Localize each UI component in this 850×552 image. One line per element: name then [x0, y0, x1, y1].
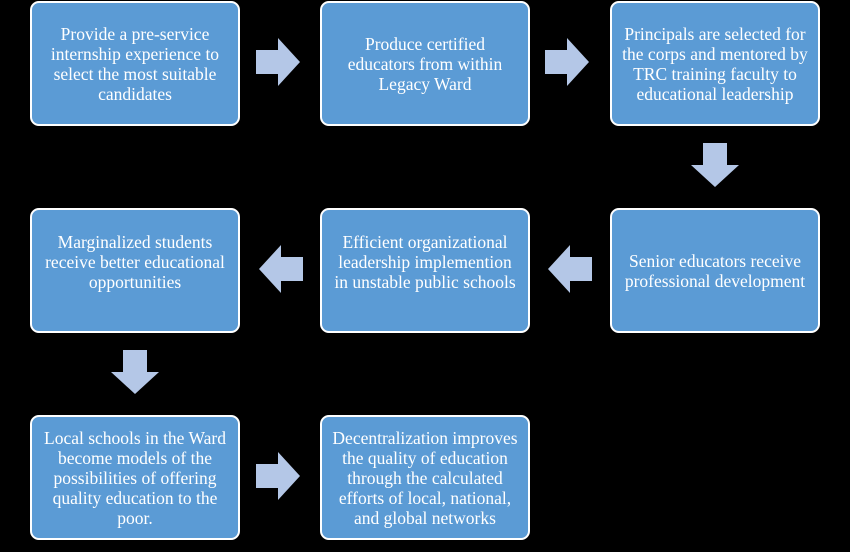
step-2-text: Produce certified educators from within … [347, 33, 503, 94]
step-7-box: Local schools in the Ward become models … [30, 415, 240, 540]
step-3-text: Principals are selected for the corps an… [622, 23, 808, 104]
step-1-box: Provide a pre-service internship experie… [30, 1, 240, 126]
arrow-left-icon [548, 245, 592, 293]
arrow-down-icon [111, 350, 159, 394]
step-5-box: Efficient organizational leadership impl… [320, 208, 530, 333]
step-8-text: Decentralization improves the quality of… [332, 427, 518, 528]
arrow-left-icon [259, 245, 303, 293]
arrow-right-icon [545, 38, 589, 86]
step-4-text: Senior educators receive professional de… [624, 250, 806, 291]
step-6-text: Marginalized students receive better edu… [45, 232, 225, 292]
step-1-text: Provide a pre-service internship experie… [50, 23, 220, 104]
step-6-box: Marginalized students receive better edu… [30, 208, 240, 333]
step-4-box: Senior educators receive professional de… [610, 208, 820, 333]
step-5-text: Efficient organizational leadership impl… [334, 232, 516, 292]
step-2-box: Produce certified educators from within … [320, 1, 530, 126]
step-8-box: Decentralization improves the quality of… [320, 415, 530, 540]
arrow-right-icon [256, 38, 300, 86]
arrow-right-icon [256, 452, 300, 500]
arrow-down-icon [691, 143, 739, 187]
step-7-text: Local schools in the Ward become models … [44, 427, 226, 528]
step-3-box: Principals are selected for the corps an… [610, 1, 820, 126]
